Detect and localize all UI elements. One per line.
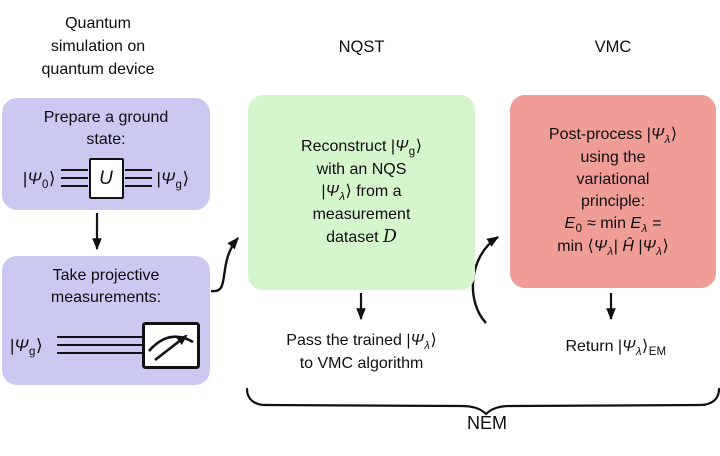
projective-measurements-box: Take projective measurements: |Ψg⟩ [2, 256, 210, 385]
title-line: state: [86, 131, 126, 148]
prepare-ground-state-box: Prepare a ground state: |Ψ0⟩ U |Ψg⟩ [2, 98, 210, 210]
nqst-box-line: Reconstruct |Ψg⟩ [301, 138, 422, 158]
pass-line: to VMC algorithm [299, 355, 424, 372]
quantum-wires-icon [56, 336, 142, 355]
nem-label: NEM [467, 413, 507, 433]
curved-arrow-icon [471, 235, 500, 324]
measurement-gauge-icon [142, 322, 200, 369]
header-line: simulation on [50, 38, 146, 55]
quantum-wires-icon [60, 169, 88, 188]
vmc-box-line: using the [580, 149, 646, 166]
measurement-circuit: |Ψg⟩ [2, 322, 210, 369]
nqst-box-line: with an NQS [316, 161, 407, 178]
quantum-circuit: |Ψ0⟩ U |Ψg⟩ [2, 158, 210, 199]
return-text: Return |Ψλ⟩EM [510, 336, 720, 359]
nqst-header: NQST [338, 38, 385, 56]
unitary-gate: U [88, 158, 124, 199]
vmc-box-line: E0 ≈ min Eλ = [564, 215, 662, 235]
ket-psi-0: |Ψ0⟩ [22, 168, 56, 191]
measure-box-title: Take projective measurements: [2, 256, 210, 309]
nem-brace-icon [245, 387, 720, 416]
nqst-box: Reconstruct |Ψg⟩ with an NQS |Ψλ⟩ from a… [248, 95, 475, 290]
nqst-box-line: dataset D [326, 227, 397, 247]
curved-arrow-icon [210, 237, 239, 293]
left-column-header: Quantum simulation on quantum device [0, 12, 196, 81]
nqst-box-line: measurement [312, 206, 411, 223]
vmc-box-line: variational [576, 171, 650, 188]
title-line: measurements: [50, 289, 162, 306]
pass-line: Pass the trained |Ψλ⟩ [286, 332, 437, 352]
header-line: Quantum [65, 15, 131, 32]
vmc-box-line: Post-process |Ψλ⟩ [548, 126, 678, 146]
ket-psi-g: |Ψg⟩ [10, 335, 43, 358]
pass-to-vmc-text: Pass the trained |Ψλ⟩ to VMC algorithm [238, 330, 485, 375]
nqst-box-line: |Ψλ⟩ from a [321, 183, 402, 203]
title-line: Take projective [52, 267, 160, 284]
vmc-box-line: principle: [580, 193, 646, 210]
quantum-wires-icon [124, 169, 152, 188]
vmc-header: VMC [594, 38, 632, 56]
title-line: Prepare a ground [43, 109, 169, 126]
ket-psi-g: |Ψg⟩ [156, 168, 190, 191]
prepare-box-title: Prepare a ground state: [2, 98, 210, 151]
vmc-box: Post-process |Ψλ⟩ using the variational … [510, 95, 716, 288]
header-line: quantum device [41, 61, 155, 78]
return-line: Return |Ψλ⟩EM [565, 338, 667, 358]
vmc-box-line: min ⟨Ψλ| Ĥ |Ψλ⟩ [557, 238, 669, 258]
